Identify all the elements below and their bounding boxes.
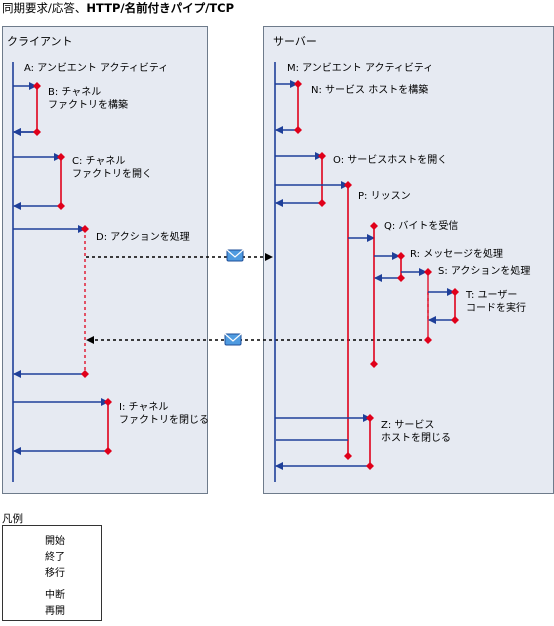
label-n: N: サービス ホストを構築 [311,85,429,96]
start-b [33,82,41,90]
client-title: クライアント [7,35,73,48]
legend-suspend-label: 中断 [45,590,65,601]
label-d: D: アクションを処理 [96,232,190,243]
end-q [370,360,378,368]
label-i: I: チャネルファクトリを閉じる [119,402,209,426]
start-t [451,288,459,296]
start-s [424,268,432,276]
start-r [397,252,405,260]
legend-transfer-label: 移行 [45,568,65,579]
label-q: Q: バイトを受信 [384,221,459,232]
label-s: S: アクションを処理 [438,266,531,277]
end-b [33,128,41,136]
start-o [318,152,326,160]
start-i [104,398,112,406]
legend-box [2,525,102,621]
response-envelope [224,333,242,346]
label-z: Z: サービスホストを閉じる [381,420,451,444]
end-p [344,452,352,460]
start-z [366,414,374,422]
end-n [294,126,302,134]
server-title: サーバー [273,35,317,48]
label-r: R: メッセージを処理 [410,249,503,260]
legend-title: 凡例 [2,513,23,525]
start-d [81,225,89,233]
end-z [366,462,374,470]
label-t: T: ユーザーコードを実行 [466,290,526,314]
label-b: B: チャネルファクトリを構築 [48,87,128,111]
start-c [57,153,65,161]
end-r [397,274,405,282]
label-o: O: サービスホストを開く [333,155,448,166]
request-envelope [226,249,244,262]
legend-start-label: 開始 [45,536,65,547]
start-q [370,222,378,230]
end-s [424,336,432,344]
legend-end-label: 終了 [45,552,65,563]
start-p [344,181,352,189]
start-n [294,80,302,88]
diagram-title: 同期要求/応答、HTTP/名前付きパイプ/TCP [2,1,234,15]
end-o [318,199,326,207]
end-c [57,202,65,210]
legend-resume-label: 再開 [45,606,65,617]
end-t [451,316,459,324]
end-d [81,370,89,378]
label-m: M: アンビエント アクティビティ [287,63,434,74]
end-i [104,447,112,455]
label-c: C: チャネルファクトリを開く [72,156,152,180]
label-p: P: リッスン [358,191,411,202]
label-a: A: アンビエント アクティビティ [24,63,169,74]
